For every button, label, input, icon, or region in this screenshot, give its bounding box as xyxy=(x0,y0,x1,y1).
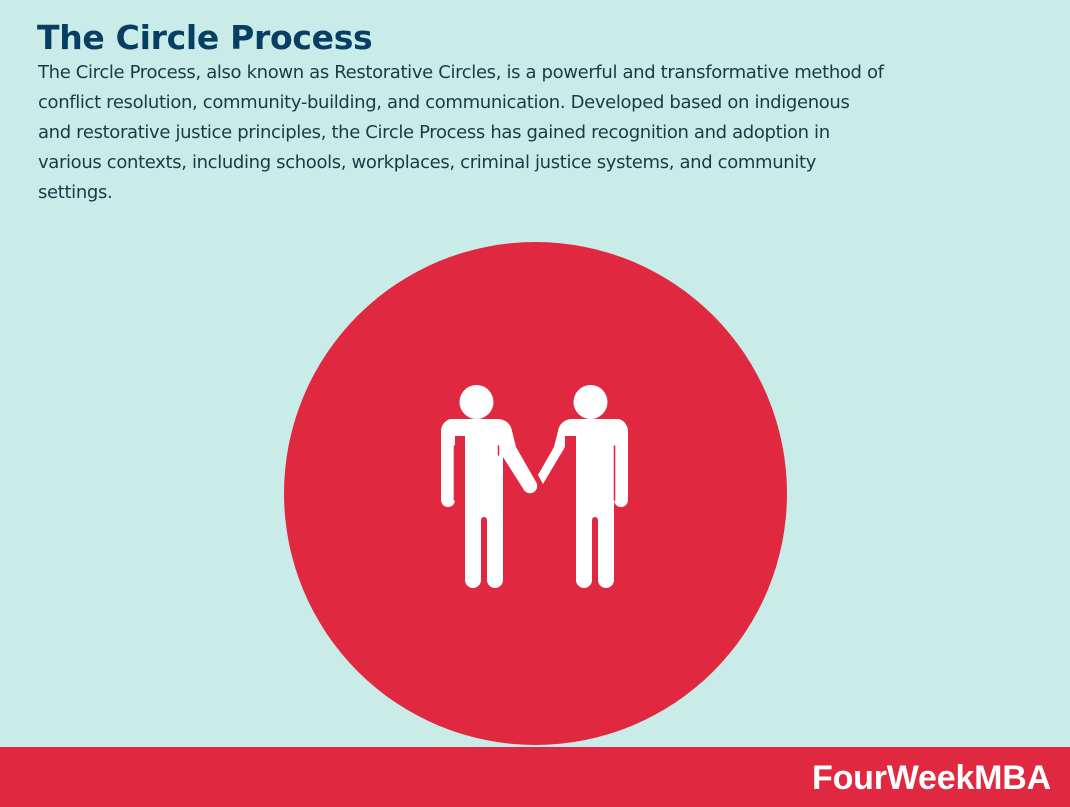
brand-logo-text: FourWeekMBA xyxy=(812,759,1051,797)
description-line: The Circle Process, also known as Restor… xyxy=(38,62,884,83)
red-circle-background xyxy=(284,242,787,745)
two-people-holding-hands-icon xyxy=(440,385,629,588)
description-line: settings. xyxy=(38,182,113,203)
description-paragraph: The Circle Process, also known as Restor… xyxy=(38,58,998,208)
left-person-icon xyxy=(440,385,538,588)
description-line: various contexts, including schools, wor… xyxy=(38,152,817,173)
page-title: The Circle Process xyxy=(37,18,373,57)
right-person-icon xyxy=(538,385,629,588)
description-line: conflict resolution, community-building,… xyxy=(38,92,850,113)
description-line: and restorative justice principles, the … xyxy=(38,122,830,143)
footer-bar: FourWeekMBA xyxy=(0,747,1070,807)
